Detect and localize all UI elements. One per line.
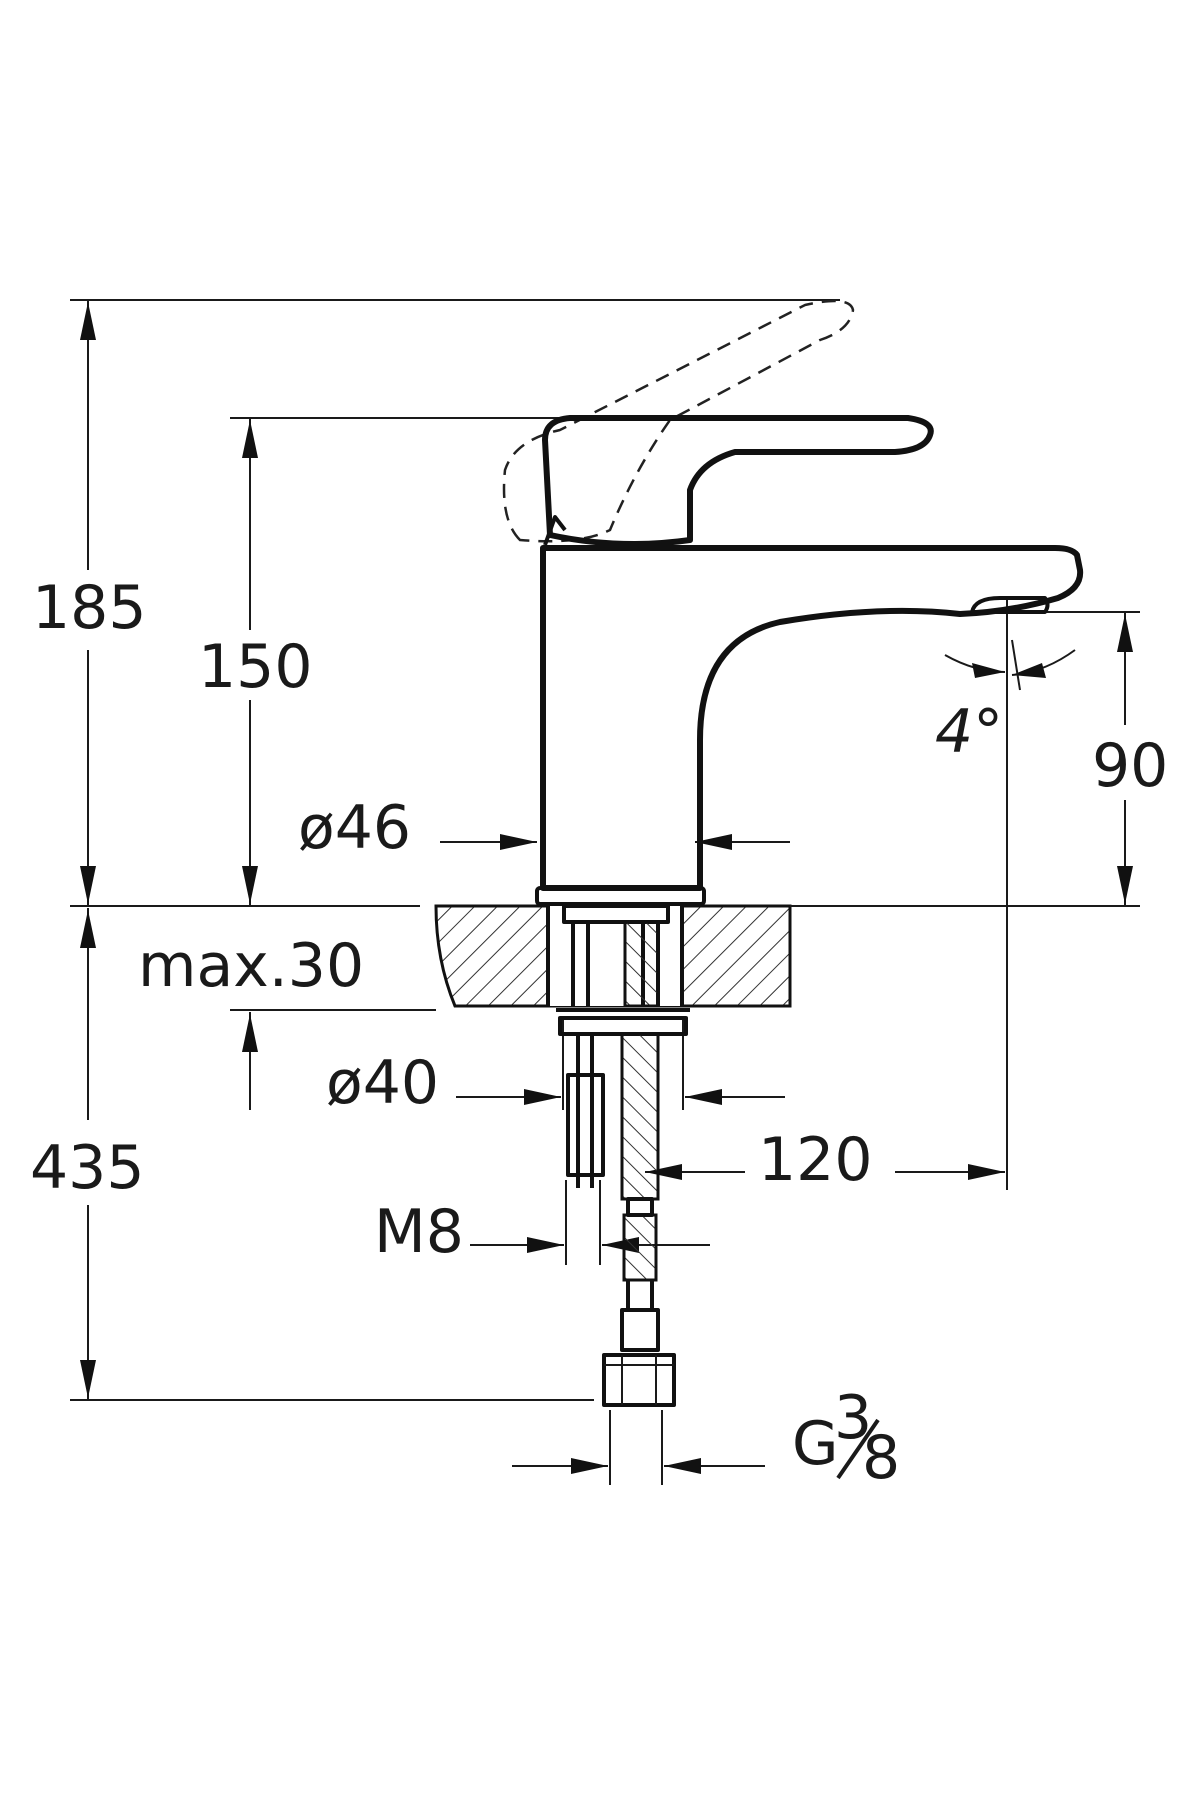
handle-raised-outline: [502, 299, 855, 543]
fixing-washer: [558, 1016, 688, 1036]
dim-body-diameter: ø46: [298, 793, 411, 863]
flex-hose: [620, 1032, 660, 1201]
dim-body-height: 150: [198, 632, 313, 702]
dim-shank-diameter: ø40: [326, 1048, 439, 1118]
dimension-labels: 185 150 90 4° ø46 max.30 ø40 435 120 M8 …: [30, 573, 1168, 1493]
connection-thread-denominator: 8: [862, 1423, 900, 1493]
connector-nut: [602, 1353, 676, 1407]
handle: [542, 415, 934, 547]
dim-stud-thread: M8: [374, 1197, 464, 1267]
connection-thread-numerator: 3: [834, 1383, 872, 1453]
dim-spout-height: 90: [1092, 731, 1168, 801]
aerator: [970, 596, 1050, 614]
dim-spout-reach: 120: [758, 1125, 873, 1195]
faucet-body: [502, 299, 1084, 1407]
extension-lines: [70, 299, 1140, 1485]
body-and-spout: [540, 545, 1084, 891]
threaded-stud: [566, 1073, 605, 1177]
dim-overall-height: 185: [32, 573, 147, 643]
dim-spout-angle: 4°: [935, 697, 1003, 767]
dim-connection-thread: G 3 8: [792, 1383, 900, 1493]
dim-max-counter-thickness: max.30: [138, 931, 364, 1001]
connection-thread-prefix: G: [792, 1409, 839, 1479]
dim-below-counter-length: 435: [30, 1133, 145, 1203]
dimension-lines: [80, 300, 1133, 1474]
